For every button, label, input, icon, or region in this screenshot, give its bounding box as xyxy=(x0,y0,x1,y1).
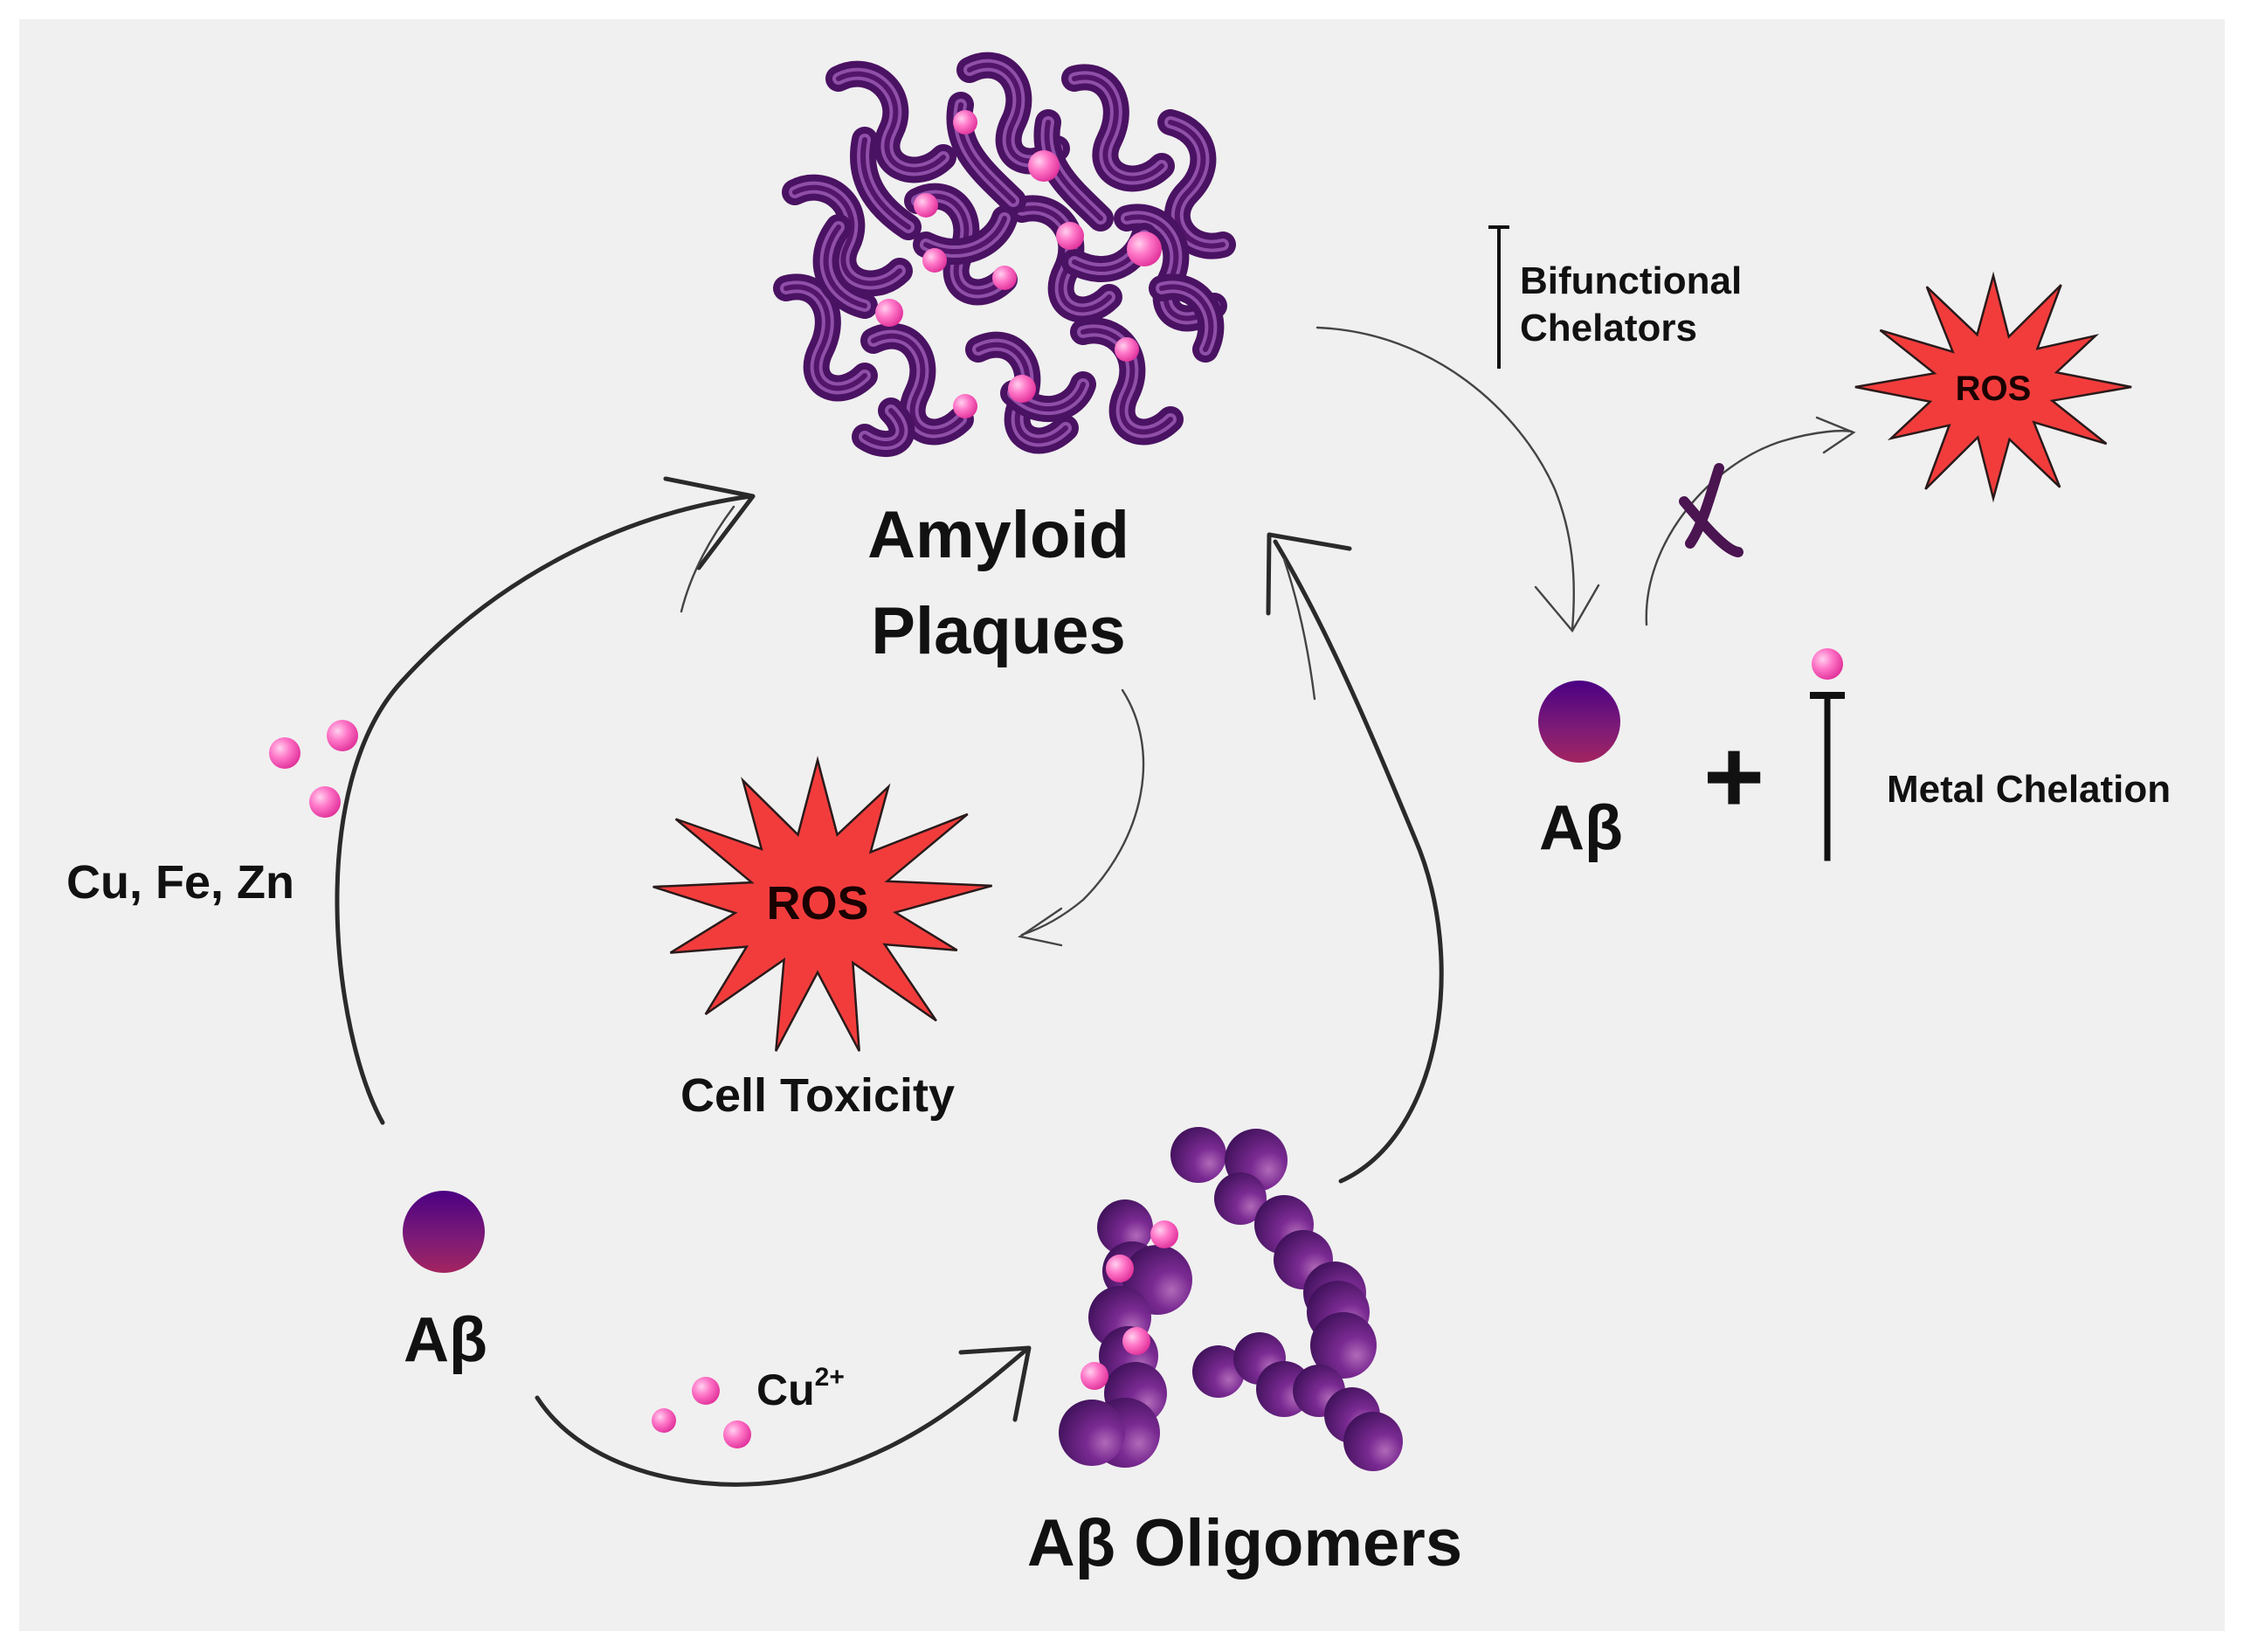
blocked-ros-arrow xyxy=(1645,416,1856,626)
metal-ions-left xyxy=(269,720,358,818)
metal-ion xyxy=(1008,375,1036,403)
oligomer-sphere xyxy=(1097,1199,1153,1255)
metal-ion xyxy=(922,248,947,273)
ros-generation-arrow xyxy=(1018,688,1145,947)
metal-ion xyxy=(1122,1327,1150,1355)
amyloid-plaque-cluster xyxy=(773,52,1236,457)
metal-ion xyxy=(1115,337,1139,362)
metal-ion xyxy=(1081,1362,1108,1390)
metal-ion xyxy=(875,299,903,327)
fibril-core xyxy=(1081,328,1173,435)
abeta-monomer-left xyxy=(403,1191,485,1273)
oligomer-sphere xyxy=(1214,1172,1267,1225)
chelators-label: Chelators xyxy=(1520,307,1697,349)
fibril-core xyxy=(1044,120,1103,221)
plus-sign: + xyxy=(1703,718,1764,835)
oligomer-sphere xyxy=(1170,1127,1226,1183)
metal-chelation-label: Metal Chelation xyxy=(1887,768,2171,811)
fibril-core xyxy=(1072,74,1164,182)
ros-center-label: ROS xyxy=(766,877,868,930)
oligomer-sphere xyxy=(1059,1400,1125,1466)
ros-burst-right: ROS xyxy=(1854,271,2132,503)
abeta-oligomer-cluster xyxy=(1059,1127,1403,1471)
oligomer-sphere xyxy=(1192,1345,1245,1398)
oligomers-label: Aβ Oligomers xyxy=(1027,1506,1462,1580)
amyloid-fibrils xyxy=(773,52,1236,457)
metals-label: Cu, Fe, Zn xyxy=(66,856,294,909)
bifunctional-label: Bifunctional xyxy=(1520,259,1742,302)
fibril-core xyxy=(784,284,867,391)
fibril-core xyxy=(823,225,867,308)
amyloid-label: Amyloid xyxy=(867,498,1129,572)
copper-charge: 2+ xyxy=(815,1363,845,1392)
fibril-core xyxy=(862,408,905,447)
metal-ion xyxy=(1056,222,1084,250)
fibril-core xyxy=(1168,120,1226,249)
plaque-metal-ions xyxy=(875,110,1162,418)
metal-ion xyxy=(953,110,977,135)
metal-chelator-symbol xyxy=(1810,648,1845,861)
metal-ion xyxy=(992,266,1017,290)
copper-base: Cu xyxy=(756,1365,815,1414)
fibril-core xyxy=(1159,284,1214,352)
copper-label: Cu2+ xyxy=(756,1363,845,1414)
aggregation-arrow-right xyxy=(1266,532,1444,1184)
abeta-monomer-right xyxy=(1538,681,1620,763)
cell-toxicity-label: Cell Toxicity xyxy=(680,1069,955,1122)
abeta-right-label: Aβ xyxy=(1539,793,1623,863)
metal-ion xyxy=(1106,1255,1134,1282)
fibril-core xyxy=(836,71,946,173)
fibril-core xyxy=(871,333,963,435)
plaques-label: Plaques xyxy=(871,594,1125,668)
aggregation-arrow-left xyxy=(335,476,756,1125)
oligomerization-arrow xyxy=(535,1345,1032,1487)
metal-ion xyxy=(1127,232,1162,266)
inhibition-cross-icon xyxy=(1679,463,1743,557)
bifunctional-inhibitor-bar xyxy=(1488,225,1509,369)
metal-ion xyxy=(914,193,938,218)
metal-ion xyxy=(1150,1220,1178,1248)
oligomer-sphere xyxy=(1343,1412,1403,1471)
fibril-core xyxy=(860,137,911,230)
oligomer-metal-ions xyxy=(1081,1220,1178,1390)
abeta-left-label: Aβ xyxy=(404,1305,487,1375)
ros-right-label: ROS xyxy=(1956,370,2032,408)
dissociation-arrow xyxy=(1315,326,1600,633)
copper-ions xyxy=(652,1377,751,1448)
metal-ion xyxy=(1028,150,1060,182)
metal-ion xyxy=(953,394,977,418)
ros-burst-center: ROS xyxy=(652,756,993,1052)
oligomer-sphere xyxy=(1310,1312,1377,1379)
fibril-core xyxy=(792,184,902,287)
